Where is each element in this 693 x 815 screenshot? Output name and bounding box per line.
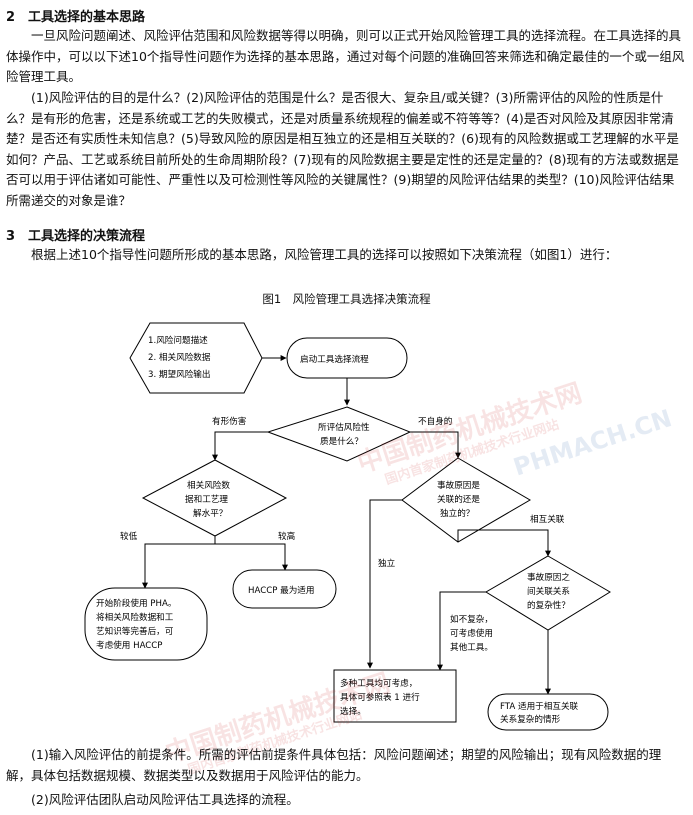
result-haccp	[232, 569, 337, 609]
result-pha	[84, 587, 208, 661]
input-item-1: 1.风险问题描述	[148, 334, 208, 346]
decision-cause-independence-line-2: 关联的还是	[437, 493, 480, 505]
arrow-independent-to-multi	[367, 499, 402, 669]
label-related: 相互关联	[530, 513, 565, 525]
arrow-nature-to-independent	[410, 431, 461, 459]
decision-complexity-line-2: 间关联关系	[527, 585, 570, 597]
arrow-independent-to-complex	[457, 529, 551, 557]
input-item-3: 3. 期望风险输出	[148, 368, 211, 380]
section-number: 2	[6, 10, 16, 25]
section-2-paragraph-1: 一旦风险问题阐述、风险评估范围和风险数据等得以明确，则可以正式开始风险管理工具的…	[6, 28, 685, 84]
label-not-complex-line-1: 如不复杂，	[450, 613, 493, 625]
section-2-heading: 2 工具选择的基本思路	[6, 6, 145, 25]
figure-title: 图1 风险管理工具选择决策流程	[262, 292, 431, 306]
section-2-paragraph-2: (1)风险评估的目的是什么？(2)风险评估的范围是什么？是否很大、复杂且/或关键…	[6, 90, 679, 208]
section-title: 工具选择的决策流程	[28, 229, 146, 244]
label-low: 较低	[120, 530, 138, 542]
decision-risk-nature	[266, 406, 412, 462]
result-fta-line-2: 关系复杂的情形	[500, 713, 561, 725]
decision-risk-nature-line-2: 质是什么？	[320, 435, 363, 447]
result-pha-line-4: 考虑使用 HACCP	[96, 639, 162, 651]
decision-cause-independence-line-1: 事故原因是	[437, 479, 480, 491]
label-independent: 独立	[378, 557, 396, 569]
result-pha-line-2: 将相关风险数据和工	[96, 611, 174, 623]
decision-risk-nature-line-1: 所评估风险性	[318, 421, 370, 433]
result-pha-line-3: 艺知识等完善后，可	[96, 625, 174, 637]
bottom-paragraph-2: (2)风险评估团队启动风险评估工具选择的流程。	[31, 792, 299, 807]
bottom-paragraph-1: (1)输入风险评估的前提条件。所需的评估前提条件具体包括：风险问题阐述；期望的风…	[6, 747, 662, 783]
label-tangible: 有形伤害	[212, 415, 247, 427]
arrow-level-low	[142, 536, 216, 589]
input-item-2: 2. 相关风险数据	[148, 351, 211, 363]
result-fta	[487, 693, 609, 731]
flowchart: 1.风险问题描述 2. 相关风险数据 3. 期望风险输出 启动工具选择流程 所评…	[84, 322, 611, 731]
section-3-paragraph-1: 根据上述10个指导性问题所形成的基本思路，风险管理工具的选择可以按照如下决策流程…	[31, 247, 618, 262]
result-multiple-tools-line-3: 选择。	[340, 705, 366, 717]
decision-data-level-line-3: 解水平？	[193, 507, 227, 519]
decision-cause-independence-line-3: 独立的？	[440, 507, 474, 519]
result-multiple-tools	[333, 669, 457, 723]
label-high: 较高	[278, 530, 296, 542]
decision-data-level-line-2: 据和工艺理	[185, 493, 228, 505]
result-fta-line-1: FTA 适用于相互关联	[500, 700, 579, 712]
section-3-heading: 3 工具选择的决策流程	[6, 225, 145, 244]
arrow-nature-to-level	[212, 431, 268, 461]
section-number: 3	[6, 229, 16, 244]
decision-complexity-line-1: 事故原因之	[527, 571, 570, 583]
result-multiple-tools-line-1: 多种工具均可考虑，	[340, 677, 417, 689]
arrow-complexity-to-multi	[437, 591, 486, 671]
label-not-tangible: 不自身的	[418, 415, 452, 427]
start-label: 启动工具选择流程	[300, 353, 369, 365]
result-pha-line-1: 开始阶段使用 PHA。	[96, 597, 176, 609]
arrow-level-high	[215, 543, 288, 571]
section-title: 工具选择的基本思路	[28, 10, 146, 25]
label-not-complex-line-3: 其他工具。	[450, 641, 493, 653]
result-multiple-tools-line-2: 具体可参照表 1 进行	[340, 691, 420, 703]
decision-data-level-line-1: 相关风险数	[187, 479, 230, 491]
decision-complexity-line-3: 的复杂性？	[527, 599, 570, 611]
result-haccp-label: HACCP 最为适用	[248, 584, 314, 596]
label-not-complex-line-2: 可考虑使用	[450, 627, 493, 639]
